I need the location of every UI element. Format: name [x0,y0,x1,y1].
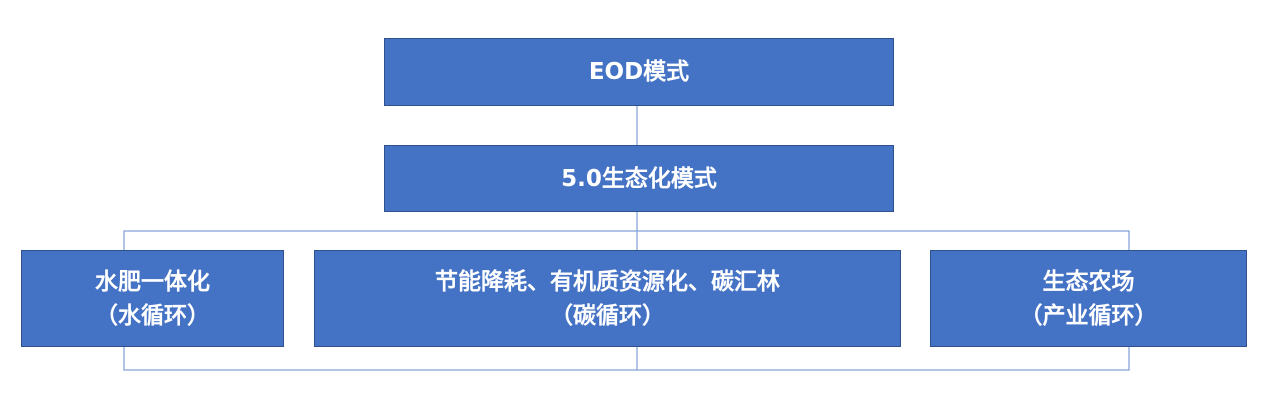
node-water-cycle-subtitle: （水循环） [95,302,210,329]
node-ecological-model-label: 5.0生态化模式 [561,165,717,192]
node-carbon-cycle-title: 节能降耗、有机质资源化、碳汇林 [435,268,780,295]
node-industry-cycle: 生态农场 （产业循环） [930,250,1247,347]
node-carbon-cycle: 节能降耗、有机质资源化、碳汇林 （碳循环） [314,250,901,347]
node-industry-cycle-title: 生态农场 [1042,268,1135,295]
node-eod-model: EOD模式 [384,38,894,106]
node-industry-cycle-subtitle: （产业循环） [1019,302,1158,329]
node-ecological-model: 5.0生态化模式 [384,145,894,212]
node-water-cycle-title: 水肥一体化 [95,268,210,295]
node-eod-model-label: EOD模式 [588,59,690,85]
node-water-cycle: 水肥一体化 （水循环） [21,250,284,347]
node-carbon-cycle-subtitle: （碳循环） [550,302,665,329]
